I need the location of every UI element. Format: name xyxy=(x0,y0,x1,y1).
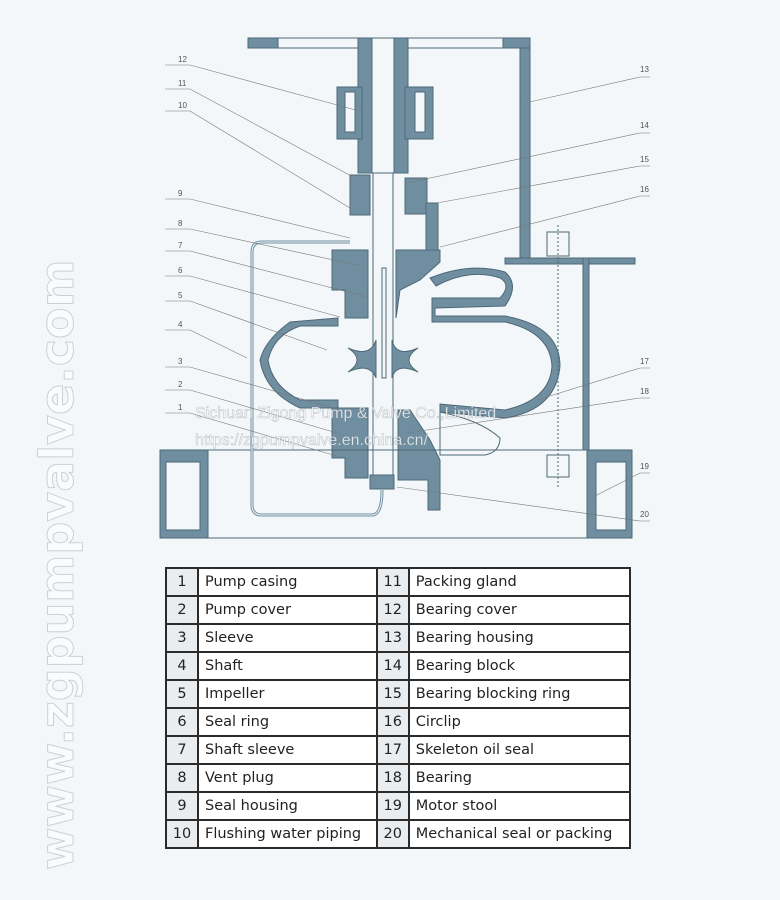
callout-16: 16 xyxy=(640,185,649,194)
part-number: 14 xyxy=(375,651,410,681)
part-number: 19 xyxy=(375,791,410,821)
callout-6: 6 xyxy=(178,266,183,275)
callout-11: 11 xyxy=(178,79,187,88)
part-name: Pump cover xyxy=(197,595,378,625)
part-number: 8 xyxy=(165,763,199,793)
part-number: 4 xyxy=(165,651,199,681)
part-name: Shaft sleeve xyxy=(197,735,378,765)
part-name: Vent plug xyxy=(197,763,378,793)
part-number: 15 xyxy=(375,679,410,709)
callout-20: 20 xyxy=(640,510,649,519)
callout-10: 10 xyxy=(178,101,187,110)
callout-13: 13 xyxy=(640,65,649,74)
callout-5: 5 xyxy=(178,291,183,300)
callout-19: 19 xyxy=(640,462,649,471)
part-name: Skeleton oil seal xyxy=(407,735,632,765)
part-number: 5 xyxy=(165,679,199,709)
part-name: Bearing cover xyxy=(407,595,632,625)
part-name: Flushing water piping xyxy=(197,819,378,849)
motor-stool-base xyxy=(586,449,633,539)
callout-14: 14 xyxy=(640,121,649,130)
part-name: Mechanical seal or packing xyxy=(407,819,632,849)
callout-1: 1 xyxy=(178,403,183,412)
callout-3: 3 xyxy=(178,357,183,366)
part-name: Packing gland xyxy=(407,567,632,597)
part-number: 20 xyxy=(375,819,410,849)
callout-17: 17 xyxy=(640,357,649,366)
part-name: Impeller xyxy=(197,679,378,709)
callout-7: 7 xyxy=(178,241,183,250)
callout-4: 4 xyxy=(178,320,183,329)
part-name: Motor stool xyxy=(407,791,632,821)
callout-15: 15 xyxy=(640,155,649,164)
part-number: 7 xyxy=(165,735,199,765)
watermark-url: https://zgpumpvalve.en.china.cn/ xyxy=(195,432,429,450)
bearing-block xyxy=(349,174,371,216)
part-number: 16 xyxy=(375,707,410,737)
part-name: Seal housing xyxy=(197,791,378,821)
pump-cross-section-diagram: 12 11 10 9 8 7 6 5 4 3 2 1 13 14 15 16 1… xyxy=(159,37,650,539)
part-name: Bearing block xyxy=(407,651,632,681)
part-number: 3 xyxy=(165,623,199,653)
part-number: 2 xyxy=(165,595,199,625)
base-left-box xyxy=(159,449,209,539)
part-number: 11 xyxy=(375,567,410,597)
part-name: Pump casing xyxy=(197,567,378,597)
part-number: 18 xyxy=(375,763,410,793)
mechanical-seal xyxy=(369,474,395,490)
part-number: 17 xyxy=(375,735,410,765)
part-name: Bearing housing xyxy=(407,623,632,653)
part-name: Bearing xyxy=(407,763,632,793)
callout-9: 9 xyxy=(178,189,183,198)
callout-12: 12 xyxy=(178,55,187,64)
part-number: 6 xyxy=(165,707,199,737)
part-number: 13 xyxy=(375,623,410,653)
part-number: 12 xyxy=(375,595,410,625)
left-callout-labels: 12 11 10 9 8 7 6 5 4 3 2 1 xyxy=(178,55,187,412)
pump-casing xyxy=(259,317,339,409)
part-name: Sleeve xyxy=(197,623,378,653)
watermark-company: Sichuan Zigong Pump & Valve Co.,Limited xyxy=(195,405,497,423)
impeller xyxy=(347,339,377,379)
callout-8: 8 xyxy=(178,219,183,228)
part-number: 1 xyxy=(165,567,199,597)
part-name: Circlip xyxy=(407,707,632,737)
part-name: Bearing blocking ring xyxy=(407,679,632,709)
pump-cover xyxy=(331,249,369,319)
right-callout-labels: 13 14 15 16 17 18 19 20 xyxy=(640,65,649,519)
part-name: Shaft xyxy=(197,651,378,681)
callout-18: 18 xyxy=(640,387,649,396)
part-number: 10 xyxy=(165,819,199,849)
part-number: 9 xyxy=(165,791,199,821)
callout-2: 2 xyxy=(178,380,183,389)
part-name: Seal ring xyxy=(197,707,378,737)
